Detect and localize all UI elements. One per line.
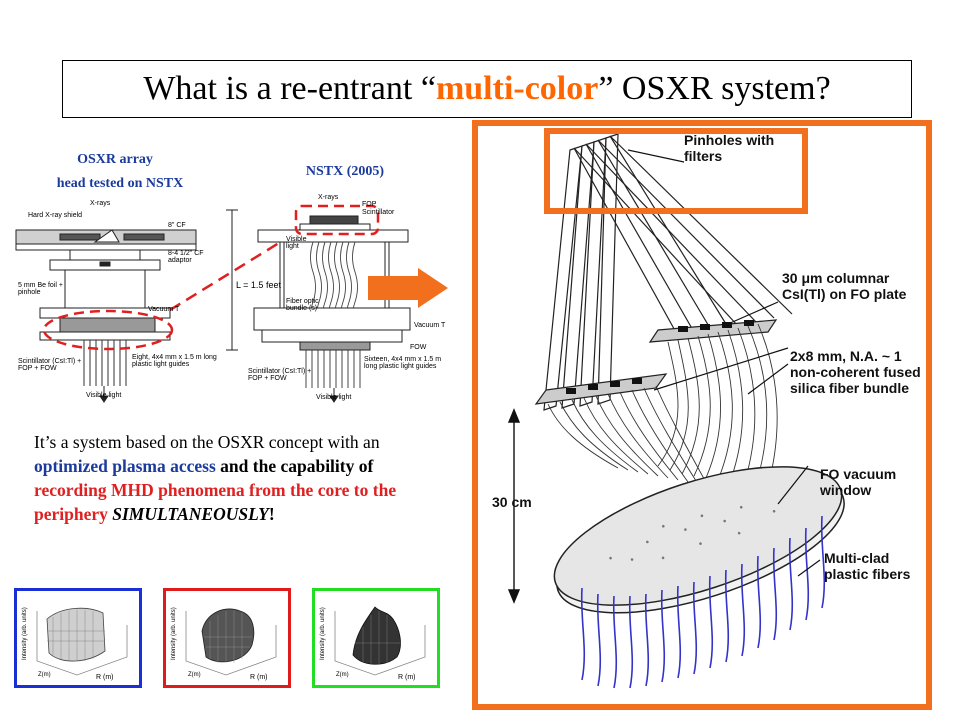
middle-highlight-rect bbox=[294, 204, 380, 236]
mid-label-visible-light: Visible light bbox=[286, 236, 307, 250]
left-label-shield: Hard X-ray shield bbox=[28, 212, 83, 219]
desc-part-4: recording MHD phenomena from the core to… bbox=[34, 480, 397, 524]
plot3-ylabel: Intensity (arb. units) bbox=[320, 607, 326, 660]
mid-label-xrays: X-rays bbox=[318, 194, 339, 201]
plot1-zlabel: Z(m) bbox=[38, 672, 51, 678]
left-label-xrays: X-rays bbox=[90, 200, 111, 207]
left-array-schematic bbox=[15, 229, 197, 403]
left-label-be-foil: 5 mm Be foil + pinhole bbox=[18, 282, 63, 296]
left-label-vacuum: Vacuum T bbox=[148, 306, 180, 313]
plot-red-frame bbox=[163, 588, 291, 688]
label-window: FO vacuum window bbox=[820, 466, 897, 498]
left-label-cf8: 8" CF bbox=[168, 222, 186, 229]
plot-red-surface bbox=[185, 608, 277, 676]
connector-dashed-line bbox=[169, 228, 301, 312]
right-diagram-frame bbox=[472, 120, 932, 710]
plot2-zlabel: Z(m) bbox=[188, 672, 201, 678]
label-height: 30 cm bbox=[492, 494, 532, 510]
left-label-visible: Visible light bbox=[86, 392, 122, 399]
desc-part-7: ! bbox=[268, 504, 275, 524]
plot1-xlabel: R (m) bbox=[96, 674, 114, 681]
osxr-schematics bbox=[15, 204, 411, 403]
desc-part-3: and the capability of bbox=[215, 456, 374, 476]
plot-blue-surface bbox=[36, 607, 128, 676]
mid-label-length: L = 1.5 feet bbox=[236, 280, 281, 290]
label-csi: 30 μm columnar CsI(Tl) on FO plate bbox=[782, 270, 907, 302]
plot2-ylabel: Intensity (arb. units) bbox=[171, 607, 177, 660]
mid-label-fiber-bundle: Fiber optic bundle (s) bbox=[286, 298, 319, 312]
middle-caption: NSTX (2005) bbox=[305, 164, 385, 179]
label-fibers: Multi-clad plastic fibers bbox=[824, 550, 911, 582]
plot2-xlabel: R (m) bbox=[250, 674, 268, 681]
mid-label-fow: FOW bbox=[410, 344, 427, 351]
title-prefix: What is a re-entrant “ bbox=[143, 70, 436, 107]
mid-label-scint: Scintillator bbox=[362, 209, 395, 216]
mid-label-fop: FOP bbox=[362, 201, 377, 208]
left-label-adaptor: 8-4 1/2" CF adaptor bbox=[168, 250, 204, 264]
mid-label-scint2: Scintillator (CsI:Tl) + FOP + FOW bbox=[248, 368, 312, 382]
title-highlight: multi-color bbox=[435, 70, 599, 107]
left-highlight-ellipse bbox=[42, 309, 174, 351]
plot3-xlabel: R (m) bbox=[398, 674, 416, 681]
plot-green-surface bbox=[334, 606, 426, 676]
desc-part-6: SIMULTANEOUSLY bbox=[112, 504, 269, 524]
label-bundle: 2x8 mm, N.A. ~ 1 non-coherent fused sili… bbox=[790, 348, 921, 396]
label-pinholes: Pinholes with filters bbox=[684, 132, 775, 164]
left-caption-line2: head tested on NSTX bbox=[56, 176, 184, 191]
plot-blue-frame bbox=[14, 588, 142, 688]
description-text: It’s a system based on the OSXR concept … bbox=[34, 430, 446, 526]
plot1-ylabel: Intensity (arb. units) bbox=[22, 607, 28, 660]
desc-part-2: optimized plasma access bbox=[34, 456, 216, 476]
page-title: What is a re-entrant “multi-color” OSXR … bbox=[62, 60, 912, 118]
plot-green-frame bbox=[312, 588, 440, 688]
mid-label-visible: Visible light bbox=[316, 394, 352, 401]
mid-label-guides: Sixteen, 4x4 mm x 1.5 m long plastic lig… bbox=[364, 356, 442, 370]
left-label-scint: Scintillator (CsI:Tl) + FOP + FOW bbox=[18, 358, 82, 372]
orange-arrow-icon bbox=[368, 268, 448, 308]
desc-part-1: It’s a system based on the OSXR concept … bbox=[34, 432, 380, 452]
left-caption-line1: OSXR array bbox=[77, 152, 153, 167]
mid-label-vacuum: Vacuum T bbox=[414, 322, 446, 329]
plot3-zlabel: Z(m) bbox=[336, 672, 349, 678]
title-suffix: ” OSXR system? bbox=[598, 70, 831, 107]
left-label-guides: Eight, 4x4 mm x 1.5 m long plastic light… bbox=[132, 354, 217, 368]
pinholes-highlight-box bbox=[544, 128, 808, 214]
